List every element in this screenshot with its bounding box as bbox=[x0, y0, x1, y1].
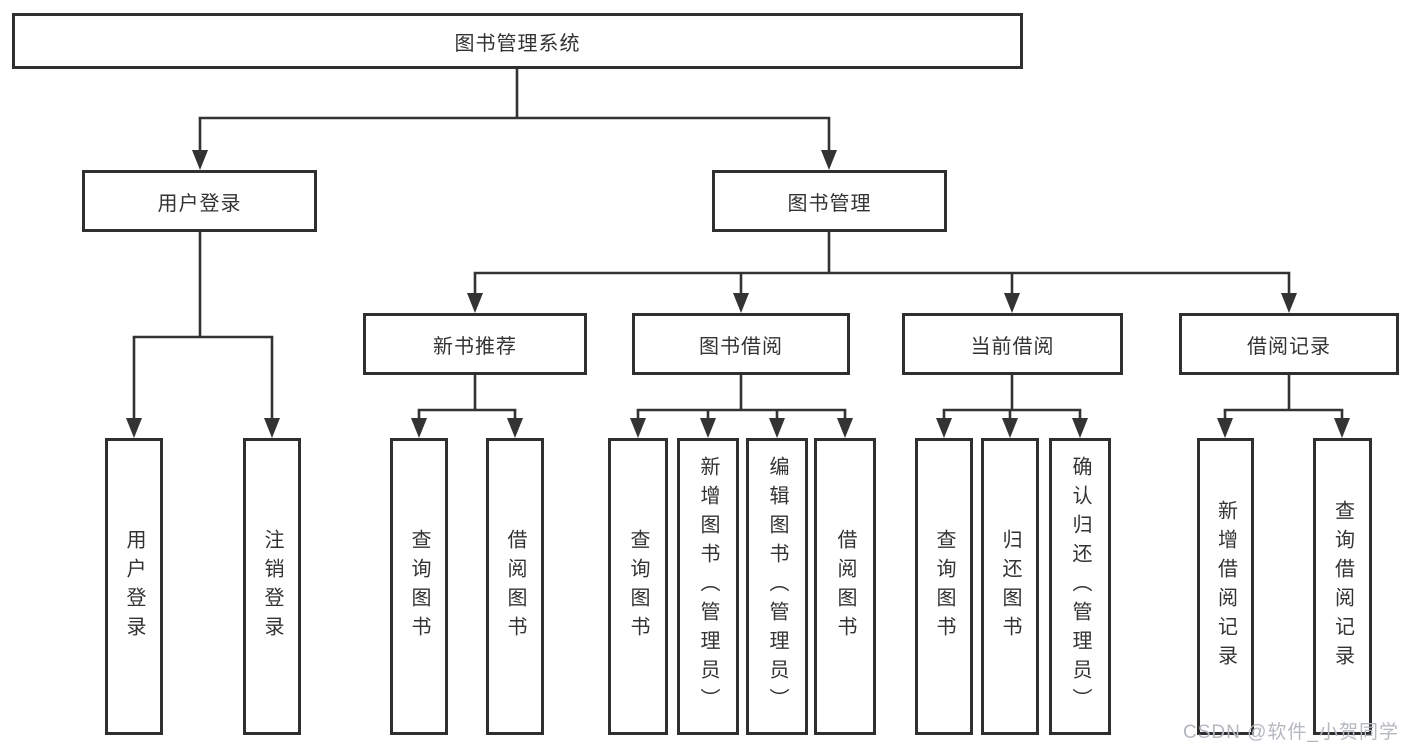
node-borrow-records: 借阅记录 bbox=[1179, 313, 1399, 375]
leaf-logout: 注销登录 bbox=[243, 438, 301, 735]
leaf-current-confirm-return: 确认归还（管理员） bbox=[1049, 438, 1111, 735]
leaf-user-login: 用户登录 bbox=[105, 438, 163, 735]
node-book-borrow: 图书借阅 bbox=[632, 313, 850, 375]
leaf-borrow-edit-book: 编辑图书（管理员） bbox=[746, 438, 808, 735]
leaf-borrow-add-book-label: 新增图书（管理员） bbox=[697, 456, 719, 717]
node-new-book-recommend-label: 新书推荐 bbox=[433, 335, 517, 358]
leaf-borrow-borrow-book: 借阅图书 bbox=[814, 438, 876, 735]
node-new-book-recommend: 新书推荐 bbox=[363, 313, 587, 375]
leaf-rec-query-book: 查询图书 bbox=[390, 438, 448, 735]
node-borrow-records-label: 借阅记录 bbox=[1247, 335, 1331, 358]
leaf-rec-borrow-book: 借阅图书 bbox=[486, 438, 544, 735]
csdn-watermark: CSDN @软件_小贺同学 bbox=[1183, 722, 1399, 743]
leaf-current-return-book: 归还图书 bbox=[981, 438, 1039, 735]
leaf-records-query-record: 查询借阅记录 bbox=[1313, 438, 1372, 735]
node-book-management: 图书管理 bbox=[712, 170, 947, 232]
leaf-borrow-query-book-label: 查询图书 bbox=[627, 528, 649, 645]
leaf-records-query-record-label: 查询借阅记录 bbox=[1331, 499, 1354, 674]
node-user-login-label: 用户登录 bbox=[157, 192, 242, 215]
leaf-borrow-borrow-book-label: 借阅图书 bbox=[834, 528, 856, 645]
leaf-rec-borrow-book-label: 借阅图书 bbox=[504, 528, 526, 645]
leaf-borrow-query-book: 查询图书 bbox=[608, 438, 668, 735]
leaf-current-return-book-label: 归还图书 bbox=[999, 528, 1021, 645]
leaf-borrow-add-book: 新增图书（管理员） bbox=[677, 438, 739, 735]
leaf-user-login-label: 用户登录 bbox=[123, 528, 145, 645]
leaf-records-add-record-label: 新增借阅记录 bbox=[1214, 499, 1237, 674]
node-root-label: 图书管理系统 bbox=[454, 32, 581, 55]
leaf-records-add-record: 新增借阅记录 bbox=[1197, 438, 1254, 735]
node-root: 图书管理系统 bbox=[12, 13, 1023, 69]
leaf-current-query-book: 查询图书 bbox=[915, 438, 973, 735]
node-book-borrow-label: 图书借阅 bbox=[699, 335, 783, 358]
node-current-borrow: 当前借阅 bbox=[902, 313, 1123, 375]
leaf-logout-label: 注销登录 bbox=[261, 528, 283, 645]
leaf-current-confirm-return-label: 确认归还（管理员） bbox=[1069, 456, 1091, 717]
node-current-borrow-label: 当前借阅 bbox=[970, 335, 1055, 358]
leaf-current-query-book-label: 查询图书 bbox=[933, 528, 955, 645]
leaf-rec-query-book-label: 查询图书 bbox=[408, 528, 430, 645]
node-user-login: 用户登录 bbox=[82, 170, 317, 232]
node-book-management-label: 图书管理 bbox=[787, 192, 872, 215]
leaf-borrow-edit-book-label: 编辑图书（管理员） bbox=[766, 456, 788, 717]
